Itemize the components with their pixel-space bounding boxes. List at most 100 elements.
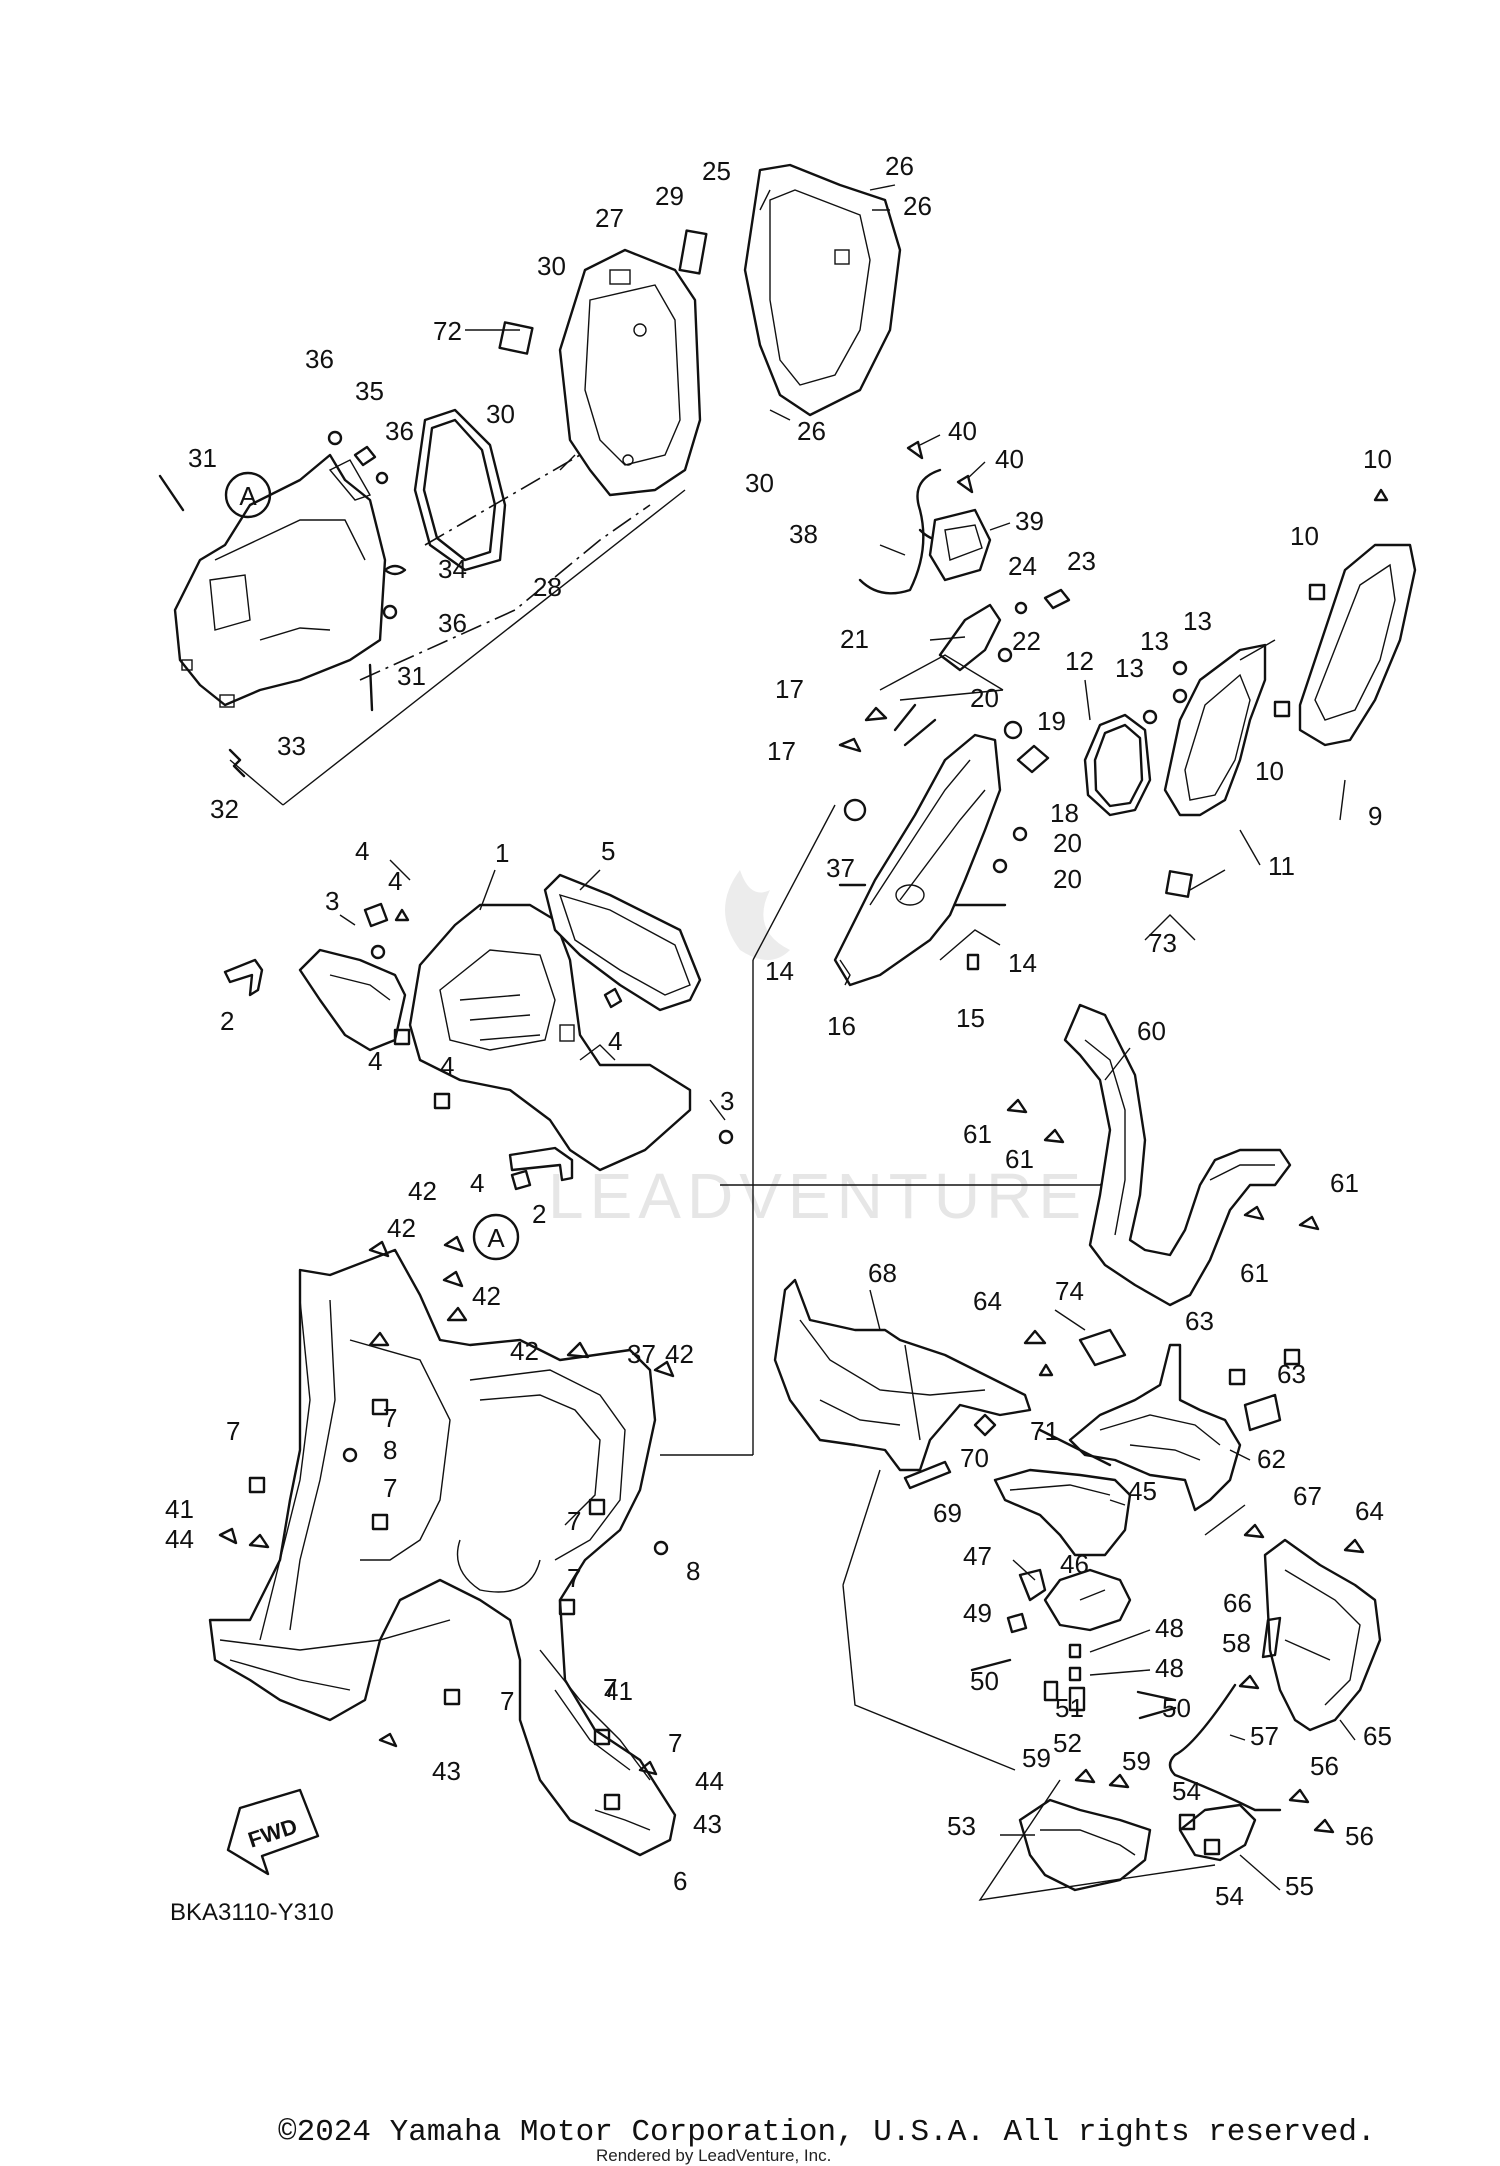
part-cover-25[interactable]	[743, 163, 902, 417]
part-gasket-28[interactable]	[413, 408, 507, 572]
callout-37-b: 37	[627, 1339, 656, 1369]
part-screws-61[interactable]	[1006, 1098, 1320, 1231]
part-cover-27[interactable]	[558, 248, 702, 497]
callout-42-a: 42	[408, 1176, 437, 1206]
callout-48-b: 48	[1155, 1653, 1184, 1683]
callout-44-a: 44	[165, 1524, 194, 1554]
part-cover-9[interactable]	[1298, 543, 1417, 747]
part-trim-5[interactable]	[543, 873, 702, 1012]
callout-68: 68	[868, 1258, 897, 1288]
callout-50-b: 50	[1162, 1693, 1191, 1723]
callout-30-a: 30	[537, 251, 566, 281]
callout-7-f: 7	[500, 1686, 514, 1716]
callout-42-e: 42	[665, 1339, 694, 1369]
callout-33: 33	[277, 731, 306, 761]
callout-4-f: 4	[470, 1168, 484, 1198]
callout-36-b: 36	[385, 416, 414, 446]
callout-55: 55	[1285, 1871, 1314, 1901]
callout-42-c: 42	[472, 1281, 501, 1311]
ref-marker-a-top-label: A	[239, 481, 257, 511]
part-duct-16[interactable]	[833, 733, 1002, 987]
callout-48-a: 48	[1155, 1613, 1184, 1643]
callout-10-c: 10	[1255, 756, 1284, 786]
callout-13-a: 13	[1183, 606, 1212, 636]
callout-36-c: 36	[438, 608, 467, 638]
callout-13-c: 13	[1115, 653, 1144, 683]
part-gasket-12[interactable]	[1083, 713, 1152, 817]
part-bar-66[interactable]	[1261, 1616, 1282, 1659]
callout-7-g: 7	[603, 1673, 617, 1703]
part-bracket-39[interactable]	[928, 508, 992, 582]
callout-2-b: 2	[532, 1199, 546, 1229]
callout-32: 32	[210, 794, 239, 824]
part-emblem-74	[1078, 1328, 1127, 1367]
part-fasteners-7-8[interactable]	[218, 1235, 675, 1811]
callout-3-b: 3	[720, 1086, 734, 1116]
watermark: LEADVENTURE	[548, 870, 1087, 1232]
callout-59-b: 59	[1122, 1746, 1151, 1776]
callout-12: 12	[1065, 646, 1094, 676]
callout-leaders	[339, 184, 1356, 1891]
callout-38: 38	[789, 519, 818, 549]
part-frame-6[interactable]	[208, 1248, 677, 1857]
part-cover-11[interactable]	[1163, 643, 1267, 817]
callout-26-c: 26	[797, 416, 826, 446]
part-garnish-60[interactable]	[1063, 1003, 1292, 1307]
part-small-center[interactable]	[838, 440, 1071, 971]
part-cover-62[interactable]	[1068, 1343, 1282, 1512]
part-cable-57[interactable]	[1168, 1683, 1282, 1812]
part-label-72	[498, 321, 534, 355]
callout-11: 11	[1268, 851, 1295, 881]
callout-65: 65	[1363, 1721, 1392, 1751]
watermark-text: LEADVENTURE	[548, 1160, 1087, 1232]
part-seal-69[interactable]	[903, 1460, 952, 1490]
callout-22: 22	[1012, 626, 1041, 656]
part-bracket-55[interactable]	[1178, 1803, 1257, 1862]
part-bracket-21[interactable]	[893, 603, 1002, 747]
part-fasteners-4[interactable]	[363, 902, 734, 1191]
part-fasteners-54-67[interactable]	[1023, 1329, 1365, 1834]
callout-37-a: 37	[826, 853, 855, 883]
callout-31-b: 31	[397, 661, 426, 691]
part-lid-45[interactable]	[993, 1428, 1132, 1557]
callout-7-d: 7	[567, 1506, 581, 1536]
callout-58: 58	[1222, 1628, 1251, 1658]
callout-50-a: 50	[970, 1666, 999, 1696]
callout-69: 69	[933, 1498, 962, 1528]
part-clip-70[interactable]	[973, 1413, 997, 1437]
callout-7-c: 7	[383, 1473, 397, 1503]
callout-70: 70	[960, 1443, 989, 1473]
ref-marker-a-bottom-label: A	[487, 1223, 505, 1253]
part-bracket-3[interactable]	[298, 948, 407, 1052]
callout-7-a: 7	[226, 1416, 240, 1446]
part-clip-2-left[interactable]	[223, 958, 264, 997]
callout-45: 45	[1128, 1476, 1157, 1506]
callout-7-b: 7	[383, 1403, 397, 1433]
callout-53: 53	[947, 1811, 976, 1841]
part-fasteners-top-left[interactable]	[158, 430, 407, 778]
callout-17-b: 17	[767, 736, 796, 766]
callout-63-b: 63	[1277, 1359, 1306, 1389]
callout-56-b: 56	[1345, 1821, 1374, 1851]
part-lock-46[interactable]	[1018, 1568, 1132, 1632]
callout-44-b: 44	[695, 1766, 724, 1796]
part-fasteners-47-52[interactable]	[970, 1612, 1177, 1720]
callout-14-b: 14	[1008, 948, 1037, 978]
callout-26-a: 26	[885, 151, 914, 181]
part-panel-1[interactable]	[408, 903, 692, 1172]
callout-61-b: 61	[1005, 1144, 1034, 1174]
callout-3: 3	[325, 886, 339, 916]
part-bracket-53[interactable]	[1018, 1798, 1152, 1892]
part-label-29	[678, 229, 708, 275]
callout-62: 62	[1257, 1444, 1286, 1474]
callout-7-e: 7	[567, 1563, 581, 1593]
part-panel-68[interactable]	[773, 1278, 1032, 1472]
part-clip-2-right[interactable]	[508, 1146, 574, 1182]
callout-35: 35	[355, 376, 384, 406]
callout-43-a: 43	[432, 1756, 461, 1786]
part-fasteners-10-13[interactable]	[1142, 488, 1389, 725]
callout-18: 18	[1050, 798, 1079, 828]
part-panel-65[interactable]	[1263, 1538, 1382, 1732]
part-housing-33[interactable]	[173, 453, 387, 708]
